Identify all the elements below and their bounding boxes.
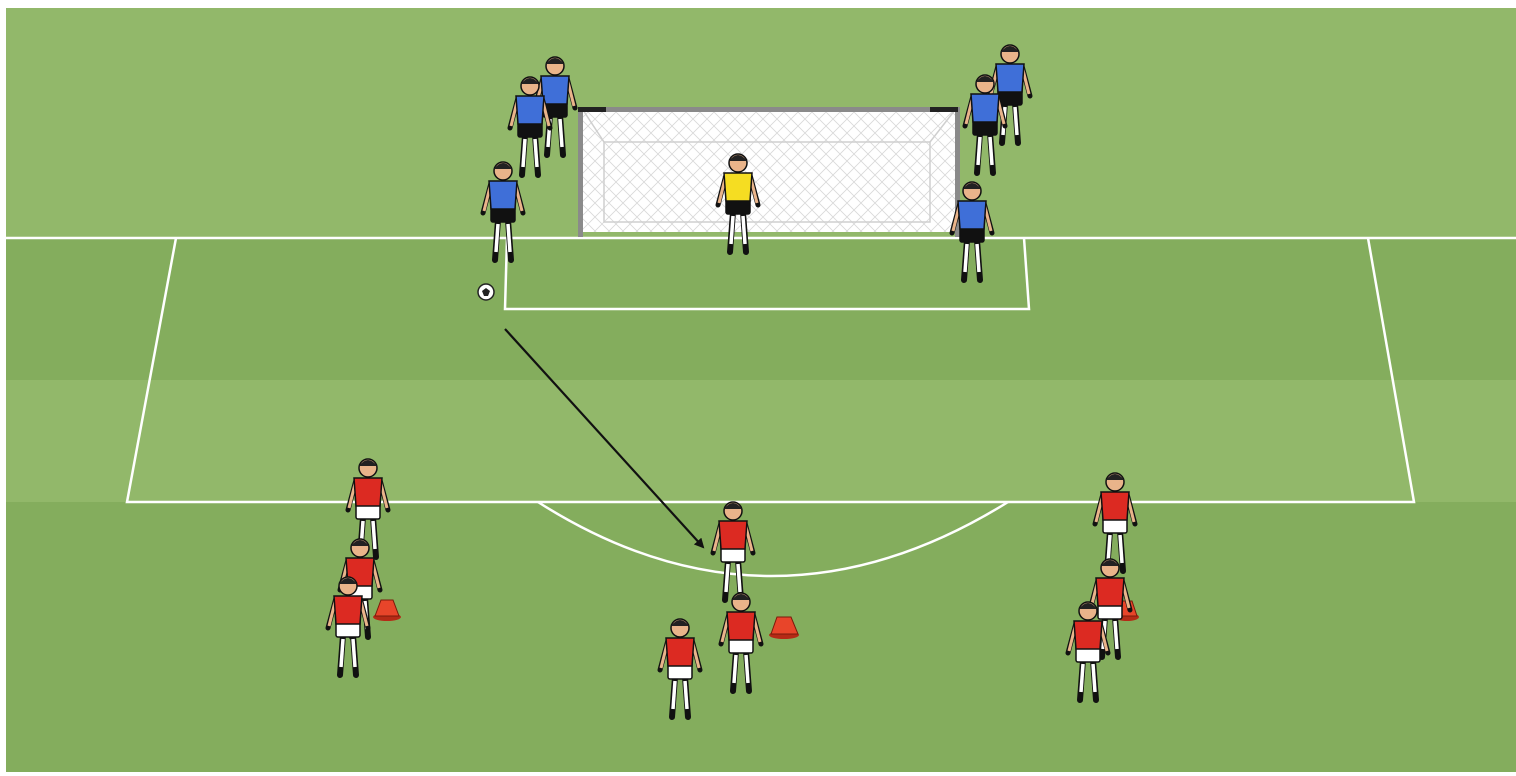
crossbar	[580, 107, 958, 112]
soccer-ball	[478, 284, 494, 300]
goal	[578, 107, 960, 237]
left-post	[578, 107, 583, 237]
grass-stripe-light-mid	[6, 380, 1516, 502]
